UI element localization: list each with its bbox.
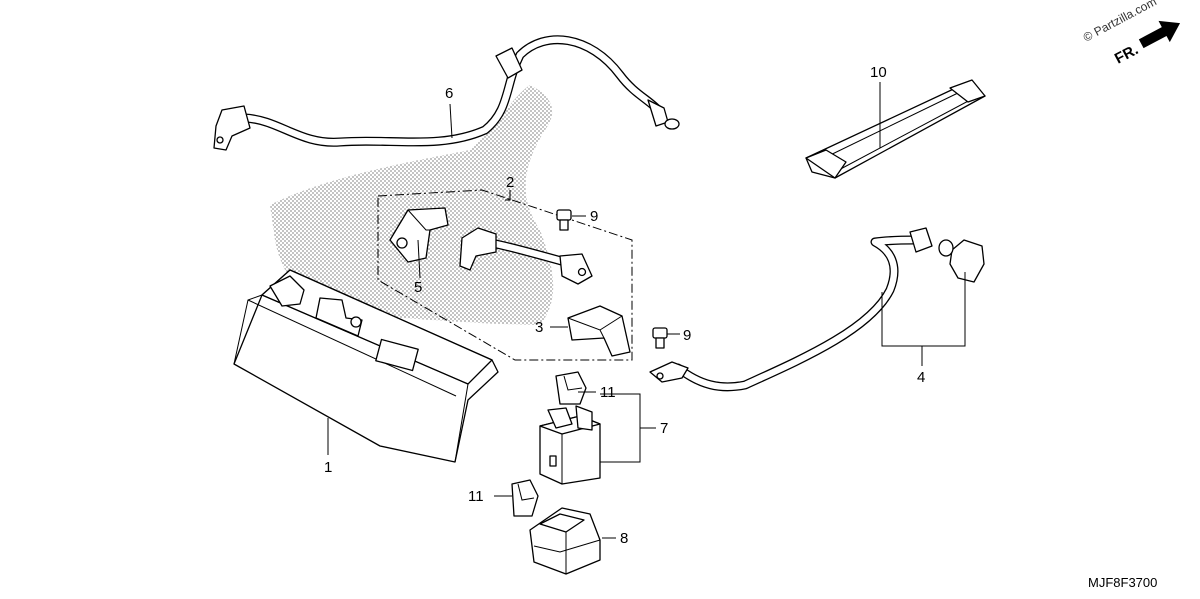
bolt-lower: [652, 327, 668, 349]
callout-10: 10: [870, 64, 887, 81]
battery: [233, 269, 499, 463]
bolt-upper: [556, 209, 572, 231]
callout-11-upper: 11: [600, 384, 616, 401]
relay-cover: [529, 507, 601, 575]
callout-11-lower: 11: [468, 488, 484, 505]
subharness-boundary: [377, 189, 633, 361]
leader-lines: [327, 82, 966, 539]
front-arrow-icon: [1138, 20, 1181, 49]
svg-text:FR.: FR.: [1112, 41, 1141, 67]
callout-9-lower: 9: [683, 327, 691, 344]
sub-harness: [459, 227, 593, 285]
fuse-lower: [511, 479, 539, 517]
callout-8: 8: [620, 530, 628, 547]
starter-relay: [539, 405, 601, 485]
callout-1: 1: [324, 459, 332, 476]
fuse-upper: [555, 371, 587, 405]
terminal-cover: [567, 305, 631, 357]
callout-6: 6: [445, 85, 453, 102]
ground-cable: [213, 35, 680, 151]
callout-2: 2: [506, 174, 514, 191]
callout-7: 7: [660, 420, 668, 437]
battery-band: [805, 79, 986, 179]
stay-bracket: [389, 207, 449, 263]
callout-5: 5: [414, 279, 422, 296]
callout-9-upper: 9: [590, 208, 598, 225]
shaded-background-area: [270, 85, 554, 325]
callout-3: 3: [535, 319, 543, 336]
diagram-code: MJF8F3700: [1088, 575, 1157, 590]
starter-cable: [649, 227, 985, 392]
callout-4: 4: [917, 369, 925, 386]
